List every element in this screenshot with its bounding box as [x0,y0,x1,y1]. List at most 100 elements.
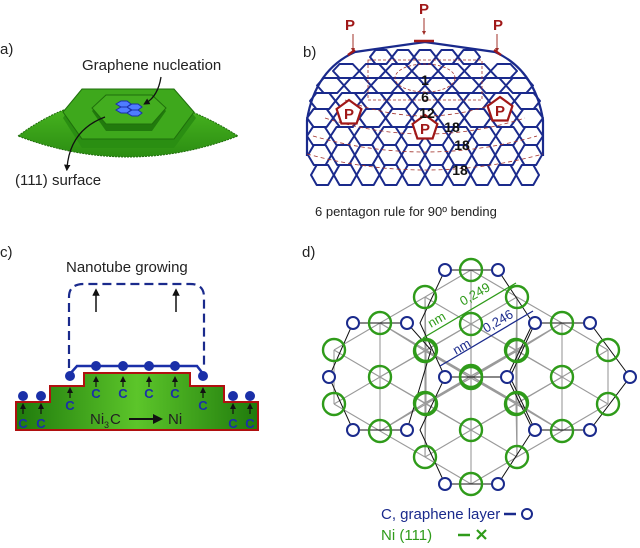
carbon-atom [228,391,238,401]
ni-substrate [15,372,259,431]
carbon-atom [438,370,452,384]
carbon-atom [198,371,208,381]
carbon-atom [528,316,542,330]
ni-distance-value: 0,249 [457,279,493,308]
ni-atom [321,337,347,363]
legend-carbon-symbol [521,508,533,520]
ni-atom [412,338,438,364]
ni-atom [367,418,393,444]
edge-pentagon-marker: P [493,17,503,34]
ni-atom [367,310,393,336]
pentagon-defect [335,98,363,125]
carbon-label: C [91,386,101,401]
hexagon-cell [424,144,450,166]
hexagon-cell [343,77,372,94]
ni-atom [458,471,484,497]
hexagon-cell [376,126,403,146]
ni-atom [504,444,530,470]
ni-bond [516,350,563,378]
carbon-atom [438,263,452,277]
carbon-atom [583,316,597,330]
hexagon-cell [358,63,387,79]
hexagon-cell [435,49,459,65]
ring-guide [306,153,544,171]
carbon-label: C [245,416,255,431]
hexagon-cell [385,92,414,110]
ni-bond [379,430,426,458]
pentagon-marker: P [344,106,354,123]
carbon-atom [346,316,360,330]
carbon-atom [400,423,414,437]
pentagon-edge-highlights [347,39,502,56]
hexagon-cell [471,126,497,146]
nucleation-annotation: Graphene nucleation [82,57,221,74]
carbon-atom [322,370,336,384]
ni-bond [470,375,518,404]
ni-bond [379,296,426,324]
reactant-c: C [110,411,121,428]
graphene-nucleus [115,100,143,117]
carbon-atom [170,361,180,371]
carbon-atom [245,391,255,401]
hexagon-cell [391,49,415,65]
ni-bond [333,376,381,405]
panel-c-label: c) [0,244,13,261]
reactant-ni: Ni [90,411,104,428]
hexagon-cell [489,63,518,79]
ni-bond [379,402,426,432]
pentagon-defect [486,95,514,122]
ring-count-2: 12 [419,105,435,121]
ni-distance-unit: nm [425,309,448,331]
ni-bond [424,429,472,458]
nanotube-growing-title: Nanotube growing [66,259,188,276]
legend-ni-symbol [476,529,487,540]
reaction-equation: Ni 3 C Ni [90,411,182,430]
ni-triangular-grid [333,269,609,485]
carbon-atom [36,391,46,401]
ni-atom [458,257,484,283]
hexagon-cell [329,126,356,146]
ni-atom [504,284,530,310]
ni-atom [321,391,347,417]
ni-atom [504,390,530,416]
hexagon-cell [515,164,540,186]
c-distance-unit: nm [450,336,473,358]
ni-bond [424,269,472,298]
carbon-atom [623,370,637,384]
ni-bond [379,350,426,378]
carbon-label: C [198,398,208,413]
ni-bond [470,296,518,325]
hexagon-cell [505,77,534,94]
ni-bond [516,296,563,324]
hexagon-cell [370,77,399,94]
panel-d-label: d) [302,244,315,261]
carbon-label: C [228,416,238,431]
hexagon-cell [332,164,358,186]
ring-count-3: 18 [444,119,460,135]
ni-bond [561,403,609,432]
graphene-hexagons [328,269,631,485]
hexagon-cell [451,77,480,94]
carbon-atom [438,477,452,491]
hexagon-cell [384,108,413,128]
carbon-atom [400,316,414,330]
ni-bond [561,376,609,405]
pentagon-marker: P [420,121,430,138]
hexagon-cell [494,126,521,146]
ni-bond [424,323,472,352]
ni-bond [470,269,518,298]
ni-bond [333,349,381,378]
ni-distance-line [422,282,517,339]
ni-bond [333,322,381,351]
hexagon-cell [401,164,426,186]
ring-guide [312,135,538,153]
ni-atom [412,444,438,470]
ni-atom [595,337,621,363]
ni-bond [516,430,563,458]
ni-atom [367,364,393,390]
carbon-label: C [18,416,28,431]
